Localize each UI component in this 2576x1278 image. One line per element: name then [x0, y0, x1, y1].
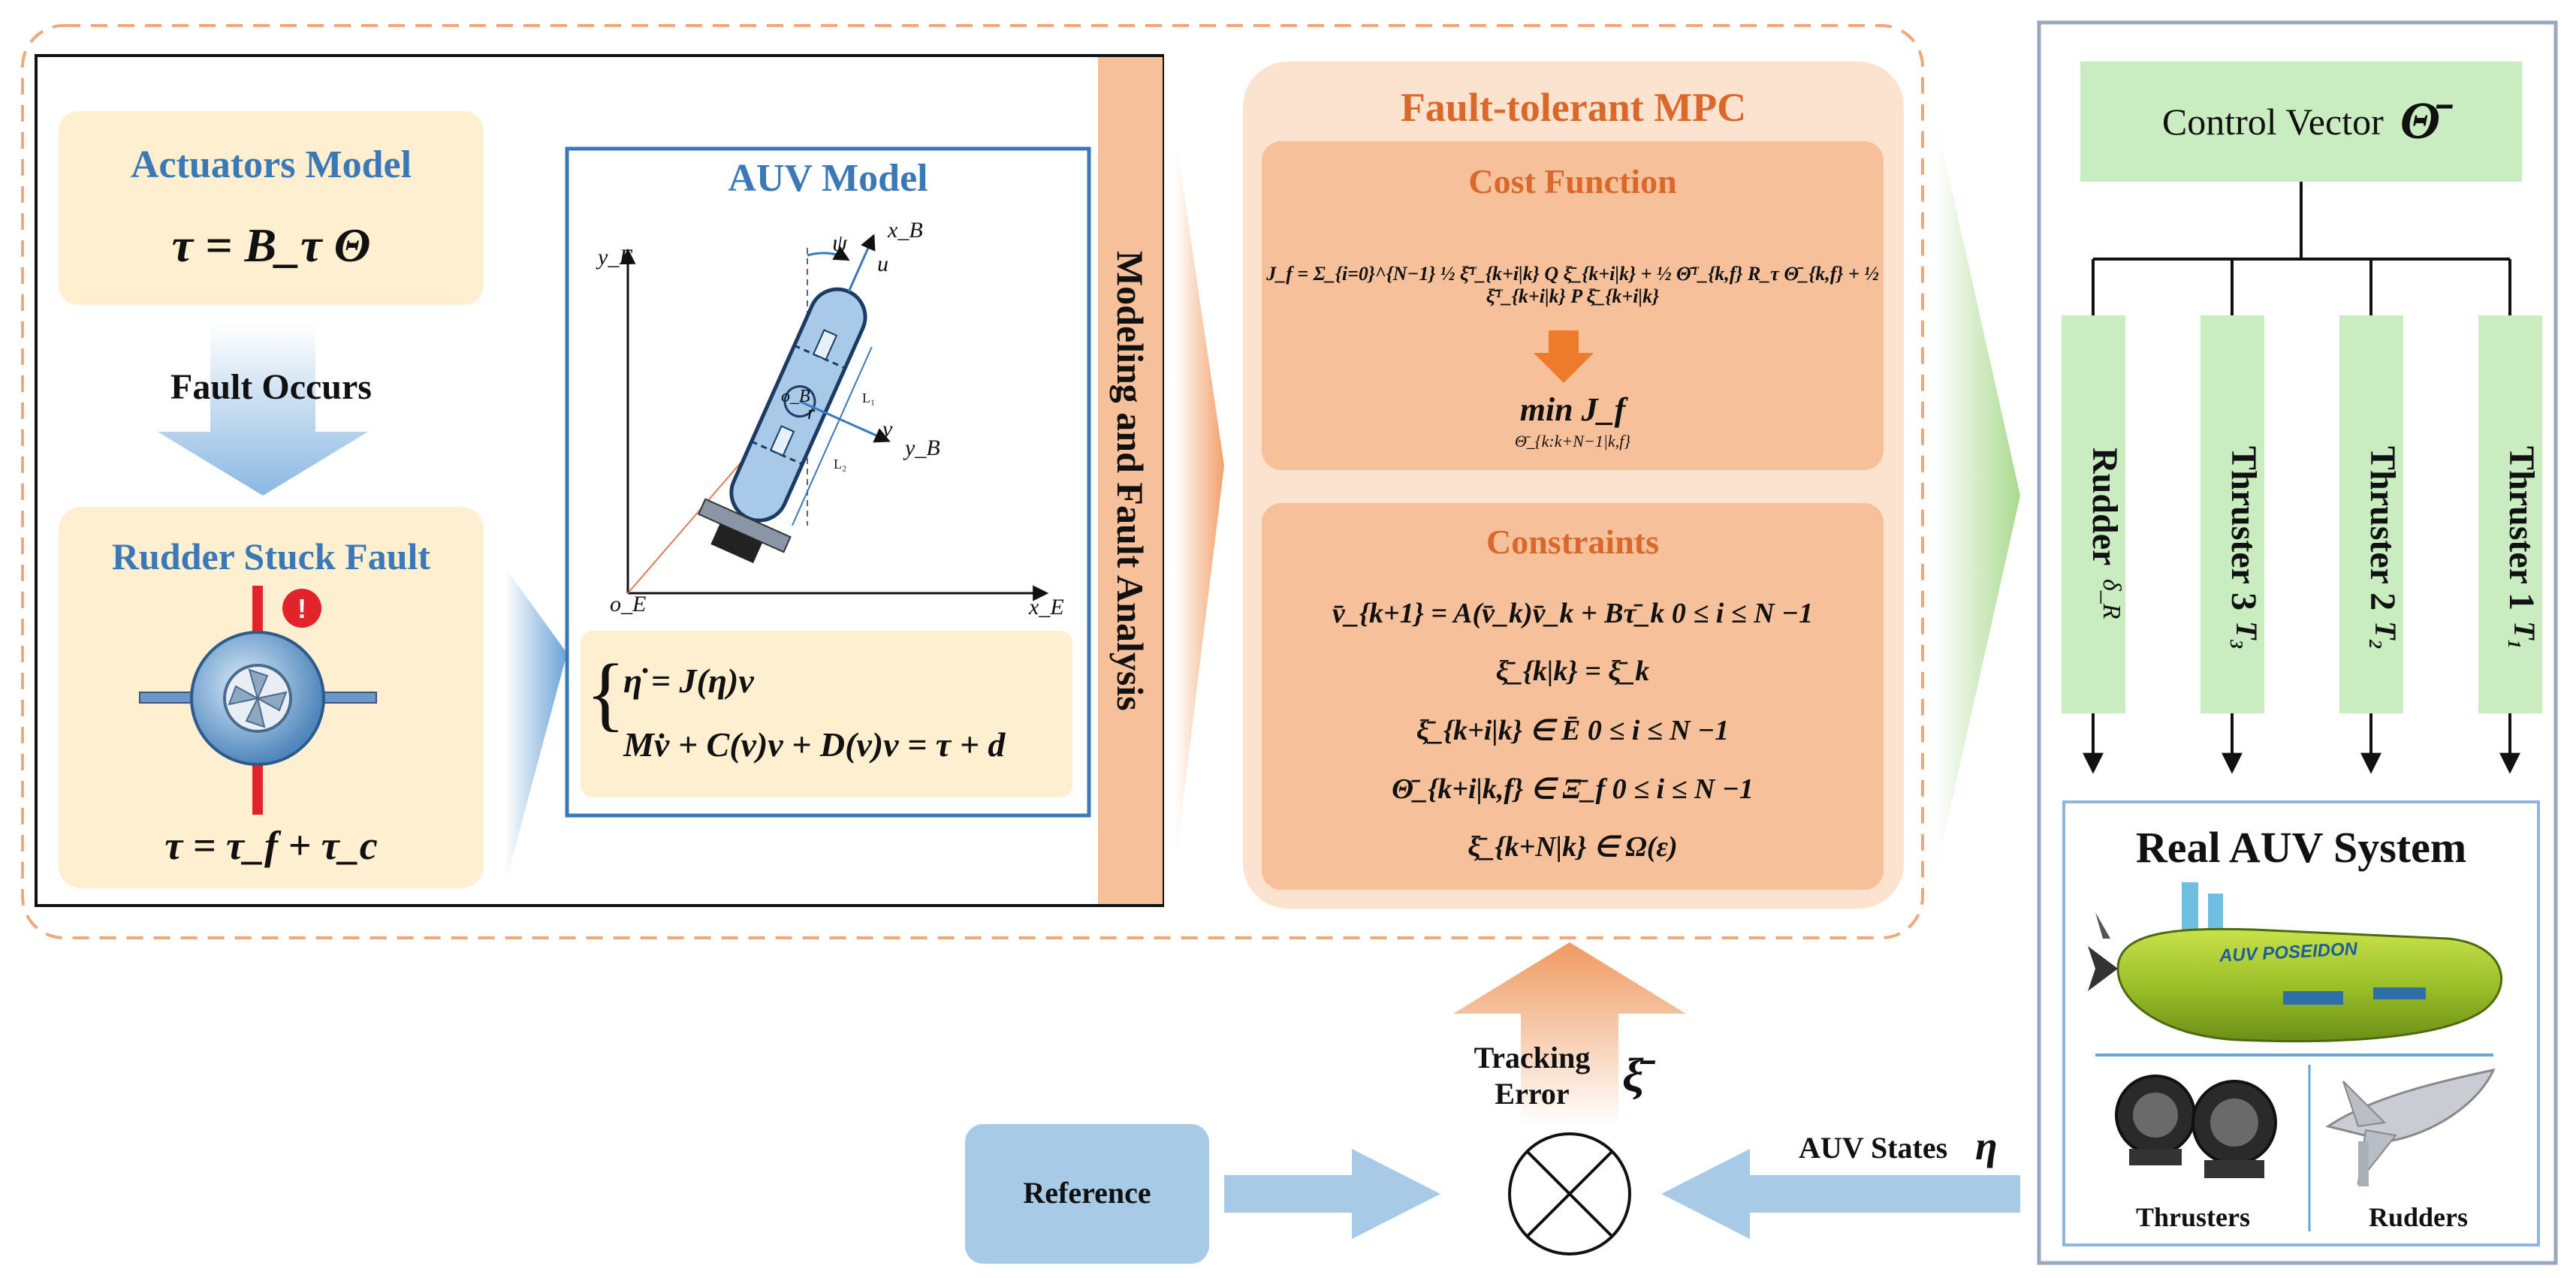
l1-label: L₁ — [862, 390, 876, 405]
min-equation: min J_f — [1519, 391, 1626, 428]
reference-box — [965, 1124, 1209, 1264]
mpc-title: Fault-tolerant MPC — [1400, 85, 1747, 130]
control-vector-box — [2080, 62, 2522, 182]
constraint-initial: ξ̄_{k|k} = ξ̄_k — [1495, 656, 1650, 687]
cost-down-arrow — [1534, 330, 1594, 383]
thruster-1-name: Thruster 1 — [2502, 446, 2541, 611]
actuators-model-title: Actuators Model — [130, 143, 412, 186]
actuator-thruster-3-label: Thruster 3 T₃ — [2200, 420, 2264, 676]
auv-model-title: AUV Model — [728, 157, 928, 200]
rudder-fault-equation: τ = τ_f + τ_c — [164, 823, 378, 868]
to-mpc-arrow — [1175, 135, 1224, 864]
thruster-1-symbol: T₁ — [2508, 621, 2541, 650]
reference-label: Reference — [1023, 1176, 1151, 1210]
l2-label: L₂ — [834, 457, 847, 472]
body-x-label: x_B — [888, 218, 923, 243]
cost-function-box — [1262, 141, 1884, 470]
fault-arrow — [158, 323, 368, 496]
distribution-tree — [2092, 182, 2511, 315]
thrusters-label: Thrusters — [2136, 1202, 2250, 1232]
to-actuators-arrow — [1936, 120, 2020, 871]
rudder-fault-title: Rudder Stuck Fault — [111, 535, 431, 577]
rudder-illustration: ! — [139, 586, 377, 815]
svg-text:!: ! — [297, 593, 306, 624]
actuator-thruster-1-label: Thruster 1 T₁ — [2478, 420, 2542, 676]
tracking-error-symbol: ξ̄ — [1622, 1048, 1644, 1102]
rudders-label: Rudders — [2368, 1202, 2469, 1232]
cost-function-equation: J_f = Σ_{i=0}^{N−1} ½ ξ̄ᵀ_{k+i|k} Q ξ̄_{… — [1266, 263, 1879, 307]
axis-x-label: x_E — [1029, 595, 1064, 619]
body-y-label: y_B — [905, 436, 940, 460]
constraint-terminal: ξ̄_{k+N|k} ∈ Ω(ε) — [1467, 831, 1678, 863]
thruster-2-name: Thruster 2 — [2363, 446, 2403, 611]
thrusters-image — [2115, 1075, 2277, 1178]
constraint-input: Θ̄_{k+i|k,f} ∈ Ξ̄_f 0 ≤ i ≤ N −1 — [1392, 773, 1754, 805]
control-vector-label: Control Vector — [2161, 101, 2384, 143]
axis-y-label: y_E — [598, 245, 633, 270]
auv-states-symbol: η — [1975, 1123, 1998, 1168]
constraint-state: ξ̄_{k+i|k} ∈ Ē 0 ≤ i ≤ N −1 — [1416, 715, 1730, 746]
psi-label: ψ — [832, 229, 847, 256]
summing-junction — [1508, 1132, 1631, 1255]
actuator-box-thruster-1 — [2478, 315, 2542, 713]
constraints-box — [1262, 503, 1884, 890]
control-vector-label-row: Control Vector Θ̄ — [2080, 62, 2522, 182]
dynamics-equation: Mv̇ + C(v)v + D(v)v = τ + d — [623, 725, 1006, 764]
thruster-2-symbol: T₂ — [2369, 621, 2403, 650]
ob-label: o_B — [781, 387, 810, 406]
origin-label: o_E — [610, 592, 647, 616]
side-strip — [1098, 57, 1163, 904]
constraint-dynamics: v̄_{k+1} = A(v̄_k)v̄_k + Bτ̄_k 0 ≤ i ≤ N… — [1332, 598, 1814, 629]
rudder-symbol: δ_R — [2098, 578, 2125, 619]
to-auv-model-arrow — [505, 567, 567, 886]
u-label: u — [877, 252, 888, 276]
modeling-dashed-frame — [21, 24, 1924, 939]
actuator-box-thruster-3 — [2200, 315, 2264, 713]
auv-kinematics-figure — [620, 234, 1049, 601]
dynamics-eq-box — [581, 631, 1072, 797]
actuator-box-rudder — [2062, 315, 2125, 713]
actuator-box-thruster-2 — [2339, 315, 2403, 713]
thruster-3-symbol: T₃ — [2230, 621, 2264, 650]
actuators-model-box — [59, 111, 484, 305]
r-label: r — [807, 402, 816, 423]
thruster-3-name: Thruster 3 — [2224, 446, 2264, 611]
control-vector-symbol: Θ̄ — [2400, 92, 2441, 150]
rudder-name: Rudder — [2085, 447, 2125, 565]
cost-function-title: Cost Function — [1468, 162, 1677, 200]
actuator-rudder-label: Rudder δ_R — [2062, 420, 2125, 646]
tracking-error-label: Tracking Error — [1474, 1041, 1591, 1111]
modeling-side-label: Modeling and Fault Analysis — [1109, 250, 1151, 711]
actuators-model-equation: τ = B_τ Θ — [171, 219, 371, 272]
auv-states-label: AUV States — [1799, 1131, 1948, 1165]
kinematics-equation: η̇ = J(η)v — [623, 662, 754, 700]
actuator-thruster-2-label: Thruster 2 T₂ — [2339, 420, 2403, 676]
rudders-image — [2325, 1068, 2496, 1186]
actuator-output-arrows — [2083, 713, 2520, 774]
auv-states-arrow — [1661, 1149, 2020, 1239]
brace: { — [586, 647, 626, 739]
v-label: v — [882, 417, 893, 442]
reference-arrow — [1224, 1149, 1440, 1239]
min-subscript: Θ̄_{k:k+N−1|k,f} — [1514, 432, 1631, 451]
constraints-title: Constraints — [1486, 523, 1660, 561]
real-auv-title: Real AUV System — [2135, 823, 2467, 872]
tracking-error-arrow — [1453, 942, 1686, 1126]
fault-occurs-label: Fault Occurs — [170, 367, 372, 407]
auv-poseidon-image — [2088, 882, 2503, 1043]
